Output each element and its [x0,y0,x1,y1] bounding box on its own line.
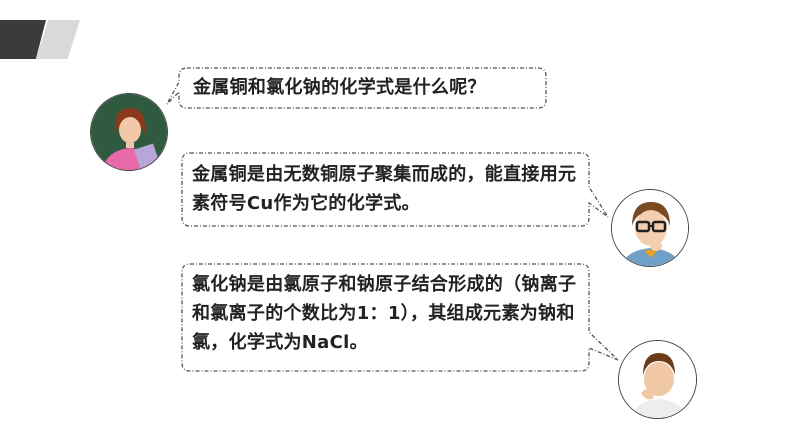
boy-glasses-avatar [611,189,689,267]
boy2-answer-bubble: 氯化钠是由氯原子和钠原子结合形成的（钠离子和氯离子的个数比为1：1），其组成元素… [180,262,622,373]
boy1-answer-text: 金属铜是由无数铜原子聚集而成的，能直接用元素符号Cu作为它的化学式。 [192,164,577,214]
boy2-answer-text: 氯化钠是由氯原子和钠原子结合形成的（钠离子和氯离子的个数比为1：1），其组成元素… [192,274,577,353]
teacher-avatar [90,93,168,171]
teacher-question-text: 金属铜和氯化钠的化学式是什么呢？ [193,77,486,98]
boy1-answer-bubble: 金属铜是由无数铜原子聚集而成的，能直接用元素符号Cu作为它的化学式。 [180,151,612,228]
bubble-outline [181,152,609,227]
teacher-question-bubble: 金属铜和氯化钠的化学式是什么呢？ [163,66,548,110]
bubble-outline [166,67,547,109]
boy-thinking-avatar [618,340,697,419]
bubble-outline [181,263,619,372]
